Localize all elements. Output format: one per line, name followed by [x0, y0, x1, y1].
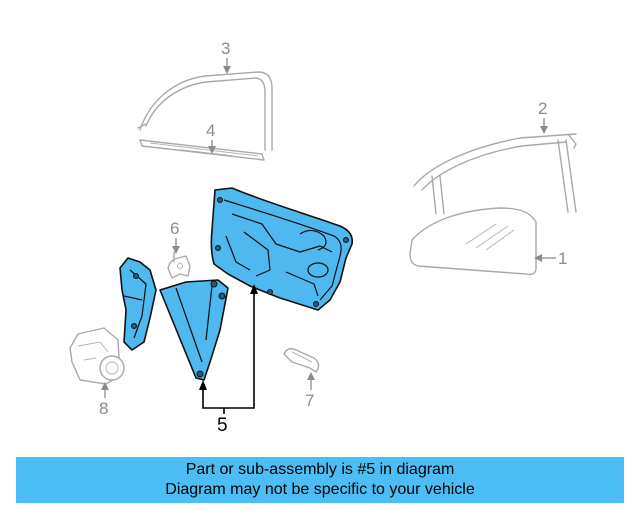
- part-5-door-panel: [210, 187, 354, 311]
- part-5-regulator-plate: [119, 257, 157, 351]
- callout-8-label: 8: [99, 399, 108, 418]
- part-3-frame-molding: [137, 71, 273, 151]
- callout-8: 8: [99, 382, 109, 418]
- banner-line-1: Part or sub-assembly is #5 in diagram: [185, 461, 455, 478]
- part-6-bracket: [167, 251, 191, 279]
- callout-2: 2: [538, 99, 548, 134]
- part-7-clip: [283, 347, 320, 373]
- callout-2-label: 2: [538, 99, 547, 118]
- callout-7: 7: [305, 372, 315, 410]
- callout-4: 4: [206, 121, 216, 154]
- parts-diagram: 3 4 2 1 6 7 8 5: [69, 39, 577, 436]
- callout-6: 6: [170, 219, 180, 254]
- part-5-regulator-track: [159, 279, 229, 381]
- callout-1-label: 1: [558, 249, 567, 268]
- callout-7-label: 7: [305, 391, 314, 410]
- callout-1: 1: [534, 249, 567, 268]
- callout-3-label: 3: [221, 39, 230, 58]
- part-8-window-motor: [69, 327, 125, 385]
- callout-6-label: 6: [170, 219, 179, 238]
- callout-5-label: 5: [217, 415, 228, 436]
- banner-line-2: Diagram may not be specific to your vehi…: [165, 481, 475, 498]
- part-1-door-glass: [409, 207, 537, 276]
- callout-4-label: 4: [206, 121, 215, 140]
- callout-5: 5: [199, 284, 258, 436]
- part-2-run-channel: [413, 133, 577, 215]
- callout-3: 3: [221, 39, 231, 74]
- part-4-belt-weatherstrip: [139, 139, 265, 161]
- info-banner: Part or sub-assembly is #5 in diagram Di…: [16, 457, 624, 503]
